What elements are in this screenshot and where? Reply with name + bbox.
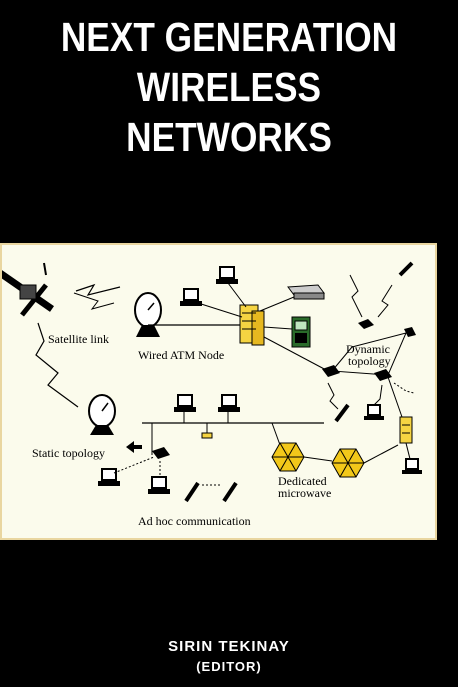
network-diagram-graphic (2, 261, 422, 503)
computer-icon (364, 404, 384, 420)
dynamic-topology-links (330, 332, 407, 376)
mobile-phone-icon (184, 481, 200, 503)
title-line-1: NEXT GENERATION (60, 14, 398, 60)
author-role: (EDITOR) (196, 659, 262, 674)
router-icon (152, 447, 170, 459)
label-microwave: microwave (278, 486, 332, 500)
computer-icon (402, 458, 422, 474)
mobile-phone-icon (398, 261, 414, 277)
router-icon (404, 327, 416, 337)
atm-node-icon (399, 416, 413, 444)
link (263, 336, 329, 372)
link (259, 296, 295, 312)
atm-node-icon (239, 304, 265, 346)
label-dynamic: Dynamic (346, 342, 390, 356)
computer-icon (174, 394, 196, 412)
book-title: NEXT GENERATION WIRELESS NETWORKS (32, 12, 426, 162)
microwave-hexagon-icon (271, 442, 305, 472)
router-icon (322, 365, 340, 377)
satellite-link-line-2 (73, 292, 115, 310)
mobile-phone-icon (334, 403, 350, 423)
label-static-topology: Static topology (32, 446, 105, 460)
hub-icon (201, 432, 213, 439)
label-satellite-link: Satellite link (48, 332, 109, 346)
link (197, 302, 243, 318)
title-line-3: NETWORKS (126, 114, 332, 160)
satellite-icon (2, 262, 54, 317)
title-line-2: WIRELESS (136, 64, 322, 110)
author-name: SIRIN TEKINAY (168, 638, 290, 655)
label-wired-atm-node: Wired ATM Node (138, 348, 225, 362)
mobile-phone-icon (222, 481, 238, 503)
wireless-link (349, 274, 363, 318)
link (227, 282, 247, 308)
computer-icon (148, 476, 170, 494)
static-dish-icon (88, 394, 116, 435)
router-icon (358, 319, 374, 329)
computer-icon (216, 266, 238, 284)
arrow-icon (126, 441, 142, 453)
terminal-icon (291, 316, 311, 348)
wireless-link (377, 284, 393, 318)
wireless-link (393, 382, 415, 394)
label-dedicated: Dedicated (278, 474, 327, 488)
computer-icon (180, 288, 202, 306)
microwave-hexagon-icon (331, 448, 365, 478)
label-ad-hoc-communication: Ad hoc communication (138, 514, 251, 528)
label-topology: topology (348, 354, 391, 368)
computer-icon (218, 394, 240, 412)
satellite-link-line (75, 283, 121, 296)
satellite-downlink-line (35, 322, 79, 408)
wireless-link (327, 382, 339, 410)
wired-atm-dish-icon (134, 292, 162, 337)
link (263, 326, 293, 330)
computer-icon (98, 468, 120, 486)
printer-icon (287, 284, 325, 300)
network-diagram: Satellite link Wired ATM Node Dynamic to… (0, 243, 437, 540)
wireless-link (373, 384, 383, 406)
